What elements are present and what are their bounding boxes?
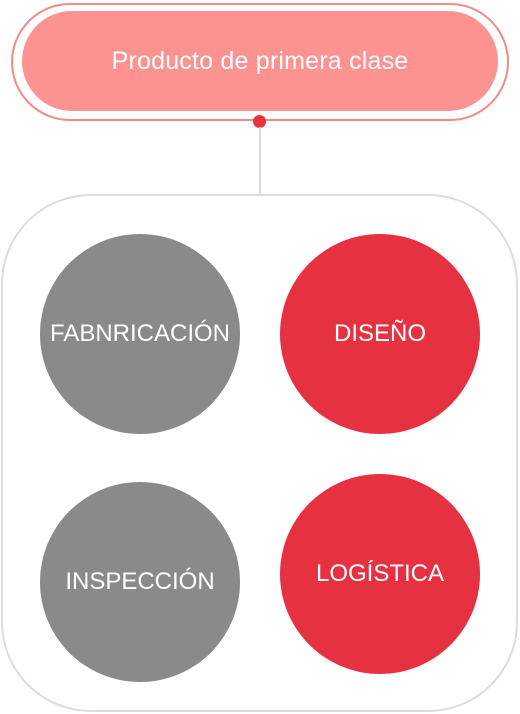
circle-label: FABNRICACIÓN <box>49 320 231 347</box>
circle-inspeccion: INSPECCIÓN <box>40 482 240 682</box>
circle-diseno: DISEÑO <box>280 234 480 434</box>
circle-label: INSPECCIÓN <box>65 568 215 595</box>
circle-logistica: LOGÍSTICA <box>280 474 480 674</box>
connector-dot <box>253 115 266 128</box>
circle-label: DISEÑO <box>333 320 426 347</box>
header-pill: Producto de primera clase <box>22 11 498 111</box>
connector-line <box>259 127 261 194</box>
circle-label: LOGÍSTICA <box>315 560 445 587</box>
circle-fabricacion: FABNRICACIÓN <box>40 234 240 434</box>
header-title: Producto de primera clase <box>111 46 409 75</box>
